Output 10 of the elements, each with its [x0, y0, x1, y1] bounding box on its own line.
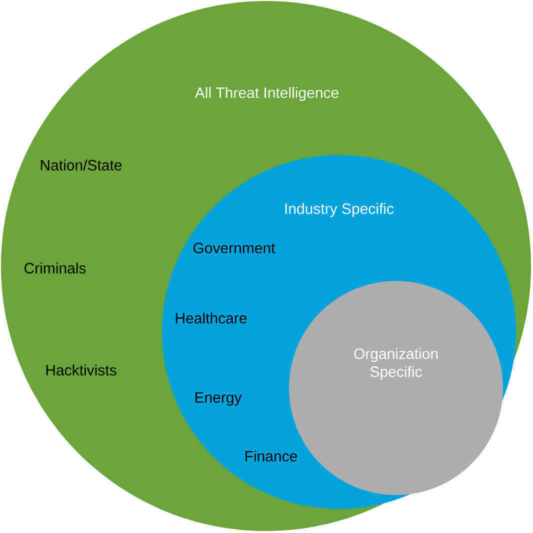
category-label: Healthcare — [176, 312, 247, 324]
category-label: Hacktivists — [46, 364, 116, 376]
category-label: Criminals — [24, 262, 86, 274]
category-label: Nation/State — [40, 160, 122, 170]
category-label: Energy — [195, 392, 242, 406]
circle-title: Industry Specific — [285, 203, 394, 217]
category-label: Government — [193, 242, 276, 254]
circle-title: All Threat Intelligence — [194, 87, 338, 101]
circle-title: Organization Specific — [354, 348, 438, 380]
category-label: Finance — [246, 450, 297, 462]
